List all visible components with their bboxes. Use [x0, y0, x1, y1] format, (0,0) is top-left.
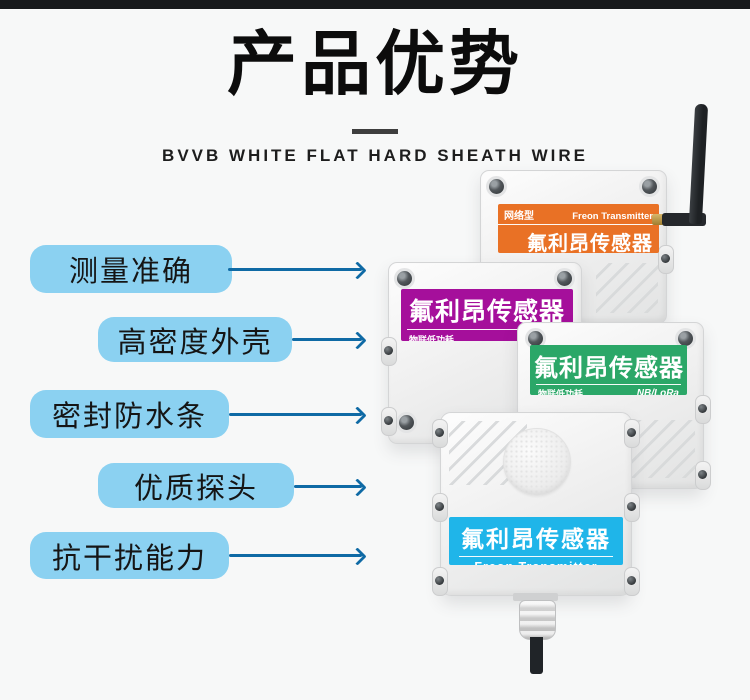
screw: [678, 331, 693, 346]
screw: [528, 331, 543, 346]
feature-pill: 高密度外壳: [98, 317, 292, 362]
mount-ear: [432, 419, 448, 448]
device-name-cn: 氟利昂传感器: [409, 298, 566, 326]
screw: [397, 271, 412, 286]
page-title: 产品优势: [227, 25, 523, 103]
screw-hole: [627, 428, 636, 437]
arrow-shaft: [292, 338, 362, 341]
arrow-shaft: [294, 485, 362, 488]
arrow-head: [348, 406, 367, 425]
banner-divider-line: [536, 384, 681, 385]
screw: [399, 415, 414, 430]
screw-hole: [627, 576, 636, 585]
device-tech-label: NB/LoRa: [636, 388, 679, 395]
device-sub-label: 物联低功耗: [409, 335, 455, 341]
vent-grooves: [596, 263, 658, 313]
mount-ear: [432, 493, 448, 522]
device-sub-label: 物联低功耗: [538, 389, 584, 395]
device-name-cn: 氟利昂传感器: [461, 526, 611, 552]
mount-ear: [624, 567, 640, 596]
screw-hole: [435, 428, 444, 437]
device-name-en: Freon Transmitter: [449, 558, 623, 565]
feature-pill: 抗干扰能力: [30, 532, 229, 579]
screw-hole: [384, 416, 393, 425]
cable: [530, 637, 543, 674]
cable-gland: [519, 600, 556, 640]
title-divider: [352, 129, 398, 134]
arrow-right-icon: [292, 331, 367, 350]
screw-hole: [384, 346, 393, 355]
screw-hole: [698, 404, 707, 413]
screw-hole: [435, 576, 444, 585]
screw-hole: [435, 502, 444, 511]
arrow-shaft: [228, 268, 362, 271]
banner-bottom-row: 物联低功耗 NB/LoRa: [530, 385, 687, 395]
feature-pill: 密封防水条: [30, 390, 229, 438]
top-border-bar: [0, 0, 750, 9]
screw-hole: [661, 254, 670, 263]
screw: [557, 271, 572, 286]
banner-divider-line: [459, 556, 613, 557]
arrow-right-icon: [229, 406, 367, 425]
mount-ear: [658, 245, 674, 274]
antenna-connector: [652, 214, 664, 225]
mount-ear: [695, 395, 711, 424]
arrow-shaft: [229, 413, 362, 416]
mount-ear: [624, 493, 640, 522]
mount-ear: [695, 461, 711, 490]
screw: [489, 179, 504, 194]
mount-ear: [381, 337, 397, 366]
arrow-head: [348, 261, 367, 280]
banner-top-row: 网络型 Freon Transmitter: [498, 204, 659, 225]
screw-hole: [698, 470, 707, 479]
arrow-right-icon: [229, 547, 367, 566]
device-banner-green: 氟利昂传感器 物联低功耗 NB/LoRa: [530, 345, 687, 395]
device-banner-orange: 网络型 Freon Transmitter 氟利昂传感器: [498, 204, 659, 253]
arrow-head: [348, 547, 367, 566]
antenna: [640, 100, 730, 235]
sensor-device-cyan: 氟利昂传感器 Freon Transmitter: [432, 412, 640, 674]
page-subtitle: BVVB WHITE FLAT HARD SHEATH WIRE: [162, 146, 588, 165]
mount-ear: [624, 419, 640, 448]
device-type-label: 网络型: [504, 211, 534, 222]
device-banner-cyan: 氟利昂传感器 Freon Transmitter: [449, 517, 623, 565]
device-name-cn: 氟利昂传感器: [527, 233, 653, 253]
arrow-head: [348, 478, 367, 497]
device-name-en: Freon Transmitter: [572, 211, 653, 222]
antenna-rod: [688, 103, 709, 225]
sensor-vent: [503, 428, 571, 496]
mount-ear: [381, 407, 397, 436]
screw-hole: [627, 502, 636, 511]
arrow-head: [348, 331, 367, 350]
screw: [642, 179, 657, 194]
mount-ear: [432, 567, 448, 596]
banner-divider-line: [407, 329, 567, 330]
device-name-cn: 氟利昂传感器: [534, 355, 684, 382]
arrow-right-icon: [228, 261, 367, 280]
arrow-right-icon: [294, 478, 367, 497]
cable-gland-flange: [513, 593, 558, 601]
feature-pill: 测量准确: [30, 245, 232, 293]
feature-pill: 优质探头: [98, 463, 294, 508]
arrow-shaft: [229, 554, 362, 557]
